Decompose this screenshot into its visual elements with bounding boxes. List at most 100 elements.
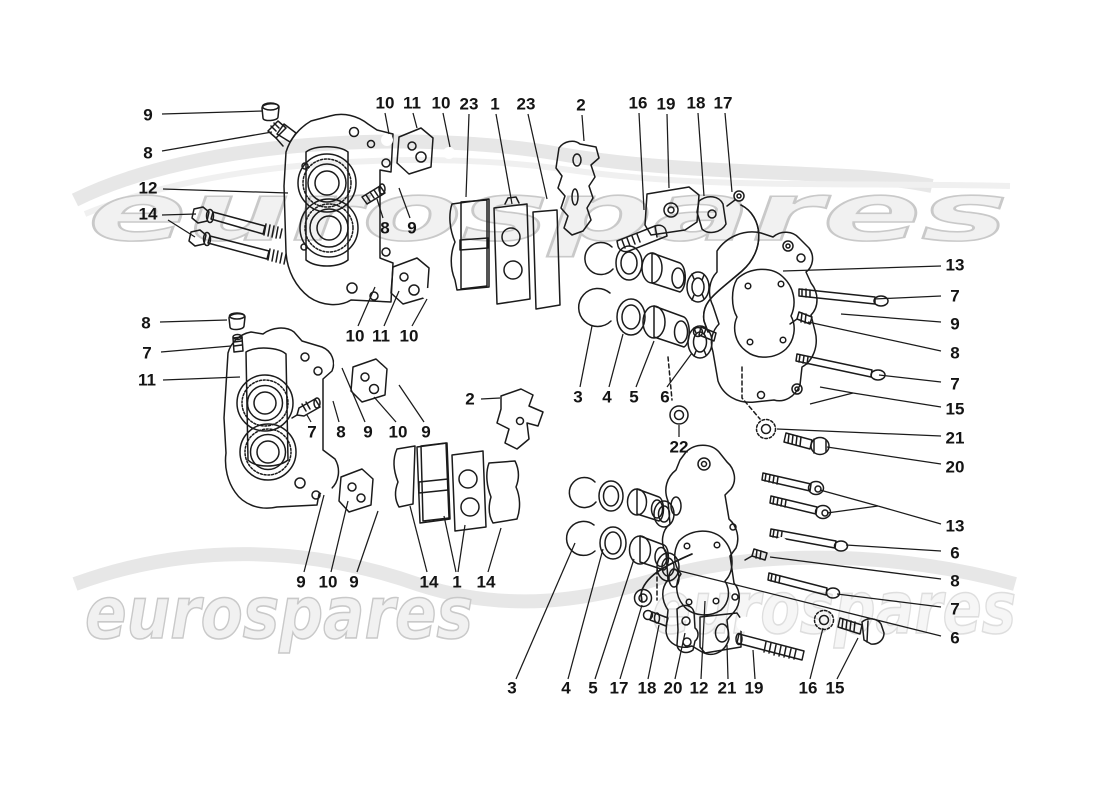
callout-part-10: 10 [376,94,394,135]
part-number-label: 5 [588,679,597,698]
callout-part-2: 2 [576,96,586,142]
part-number-label: 11 [372,327,390,346]
callout-part-16: 16 [799,627,824,698]
part-number-label: 21 [718,679,737,698]
callout-part-1: 1 [490,95,513,205]
part-number-label: 14 [139,205,158,224]
piston-bore [299,198,359,258]
callout-part-19: 19 [657,95,676,189]
part-number-label: 8 [141,314,150,333]
part-number-label: 13 [946,517,965,536]
callout-part-7: 7 [878,374,960,394]
callout-part-7: 7 [142,344,232,363]
part-number-label: 11 [138,371,156,390]
watermark-text-bottom-right: eurospares [652,566,1016,650]
part-number-label: 9 [407,219,416,238]
part-number-label: 10 [400,327,419,346]
callout-part-21: 21 [718,644,737,698]
callout-part-9: 9 [840,313,960,334]
callout-part-9: 9 [398,187,417,238]
callout-part-9: 9 [341,367,373,442]
callout-part-14: 14 [477,527,502,592]
part-number-label: 8 [950,572,959,591]
callout-part-23: 23 [517,95,548,200]
part-number-label: 7 [950,375,959,394]
callout-part-3: 3 [573,325,593,407]
watermark-layer: eurospares eurospares eurospares [71,134,1017,656]
callout-part-4: 4 [602,333,624,407]
part-number-label: 6 [950,544,959,563]
callout-part-11: 11 [138,371,241,390]
callout-part-13: 13 [819,489,965,536]
part-number-label: 8 [143,144,152,163]
callout-part-7: 7 [306,414,317,442]
part-number-label: 3 [507,679,516,698]
caliper-front-lower [223,312,544,532]
callout-part-9: 9 [398,384,431,442]
part-number-label: 16 [629,94,648,113]
piston-bore [297,153,357,213]
part-number-label: 8 [336,423,345,442]
part-number-label: 8 [950,344,959,363]
part-number-label: 9 [296,573,305,592]
part-number-label: 1 [490,95,499,114]
part-number-label: 19 [745,679,764,698]
callout-part-17: 17 [714,94,733,193]
callout-part-13: 13 [782,256,964,275]
part-number-label: 17 [714,94,733,113]
callout-part-17: 17 [610,604,643,698]
watermark-text-bottom-left: eurospares [85,571,473,655]
callout-part-14: 14 [409,505,439,592]
callout-part-19: 19 [745,649,764,698]
callout-part-1: 1 [443,515,466,592]
part-number-label: 10 [389,423,408,442]
part-number-label: 4 [561,679,571,698]
part-number-label: 21 [946,429,965,448]
watermark-text-top: eurospares [88,166,1008,259]
callout-part-15: 15 [809,386,964,419]
callout-part-7: 7 [873,287,960,306]
callout-part-8: 8 [143,131,273,163]
part-number-label: 3 [573,388,582,407]
caliper-rear-upper [555,140,889,456]
part-number-label: 19 [657,95,676,114]
diagram-art [188,102,889,661]
part-number-label: 2 [465,390,474,409]
part-number-label: 7 [307,423,316,442]
callout-part-10: 10 [373,396,408,442]
brake-pads-lower [393,442,521,532]
part-number-label: 7 [950,600,959,619]
part-number-label: 6 [950,629,959,648]
part-number-label: 20 [946,458,965,477]
part-number-label: 9 [143,106,152,125]
part-number-label: 23 [517,95,536,114]
part-number-label: 4 [602,388,612,407]
part-number-label: 9 [363,423,372,442]
caliper-rear-lower [565,444,885,661]
callout-part-20: 20 [664,632,686,698]
callout-part-5: 5 [588,558,635,698]
part-number-label: 12 [139,179,158,198]
part-number-label: 20 [664,679,683,698]
callout-part-6: 6 [660,352,693,407]
callout-part-10: 10 [346,286,376,346]
callout-part-18: 18 [638,624,660,698]
part-number-label: 18 [687,94,706,113]
callout-part-2: 2 [465,390,501,409]
part-number-label: 14 [420,573,439,592]
part-number-label: 15 [826,679,845,698]
part-number-label: 10 [346,327,365,346]
callout-part-7: 7 [836,593,960,619]
callout-part-8: 8 [141,314,228,333]
part-number-label: 7 [142,344,151,363]
callout-part-14: 14 [139,205,197,238]
callout-part-16: 16 [629,94,648,211]
callout-part-12: 12 [690,600,708,698]
callout-part-18: 18 [687,94,706,197]
callout-part-8: 8 [376,198,390,238]
callout-part-10: 10 [432,94,451,148]
part-number-label: 7 [950,287,959,306]
